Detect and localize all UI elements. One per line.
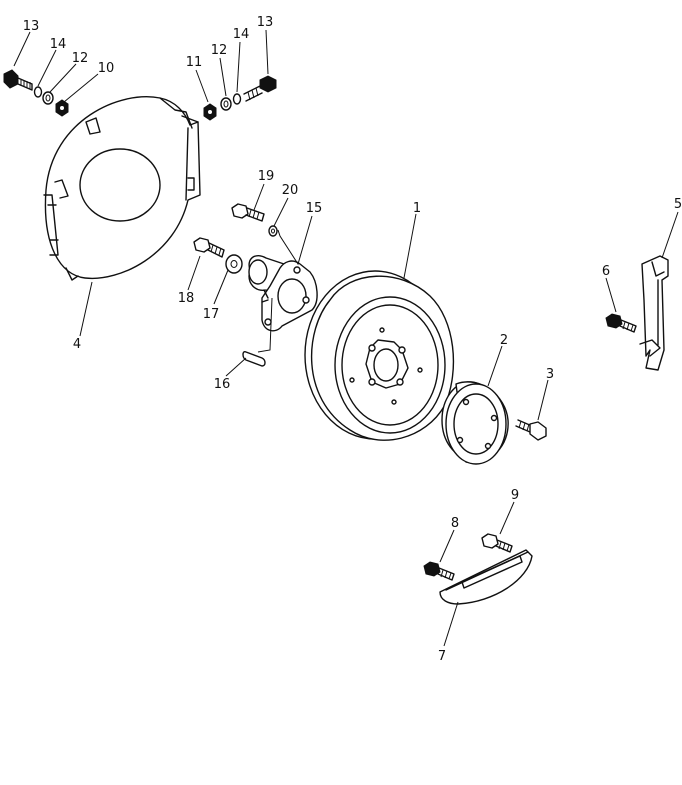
callout-3: 3 — [546, 367, 554, 382]
part-6-bolt — [605, 313, 637, 333]
callout-11: 11 — [186, 55, 203, 70]
callout-13-left: 13 — [23, 19, 40, 34]
callout-18: 18 — [178, 291, 195, 306]
callout-17: 17 — [203, 307, 220, 322]
leader-lines — [13, 29, 679, 647]
part-9-bolt — [481, 533, 513, 553]
callout-15: 15 — [306, 201, 323, 216]
part-2-pulley — [441, 381, 509, 465]
part-19-bolt — [231, 203, 265, 222]
part-4-housing-cover — [43, 96, 201, 281]
part-5-bracket — [639, 255, 669, 371]
callout-12-right: 12 — [211, 43, 228, 58]
callout-6: 6 — [602, 264, 610, 279]
part-3-bolt — [515, 419, 547, 441]
callout-2: 2 — [500, 333, 508, 348]
part-15-hub — [248, 254, 318, 332]
fastener-group-left — [3, 69, 69, 117]
callout-14-right: 14 — [233, 27, 250, 42]
part-8-bolt — [423, 561, 455, 581]
callout-4: 4 — [73, 337, 81, 352]
callout-9: 9 — [511, 488, 519, 503]
callout-12-left: 12 — [72, 51, 89, 66]
part-20-washer — [268, 225, 278, 237]
callout-5: 5 — [674, 197, 682, 212]
callout-8: 8 — [451, 516, 459, 531]
part-1-flywheel — [304, 270, 455, 441]
callout-13-right: 13 — [257, 15, 274, 30]
callout-10: 10 — [98, 61, 115, 76]
callout-16: 16 — [214, 377, 231, 392]
callout-1: 1 — [413, 201, 421, 216]
callout-20: 20 — [282, 183, 299, 198]
callout-labels: 13 14 12 10 11 12 14 13 19 20 15 1 5 6 2… — [23, 15, 682, 664]
part-16-dowel-pin — [242, 350, 266, 367]
callout-7: 7 — [438, 649, 446, 664]
part-7-cover-plate — [439, 549, 533, 605]
fastener-group-right — [203, 75, 277, 121]
part-17-washer — [225, 254, 243, 274]
callout-14-left: 14 — [50, 37, 67, 52]
callout-19: 19 — [258, 169, 275, 184]
part-18-bolt — [193, 237, 225, 258]
